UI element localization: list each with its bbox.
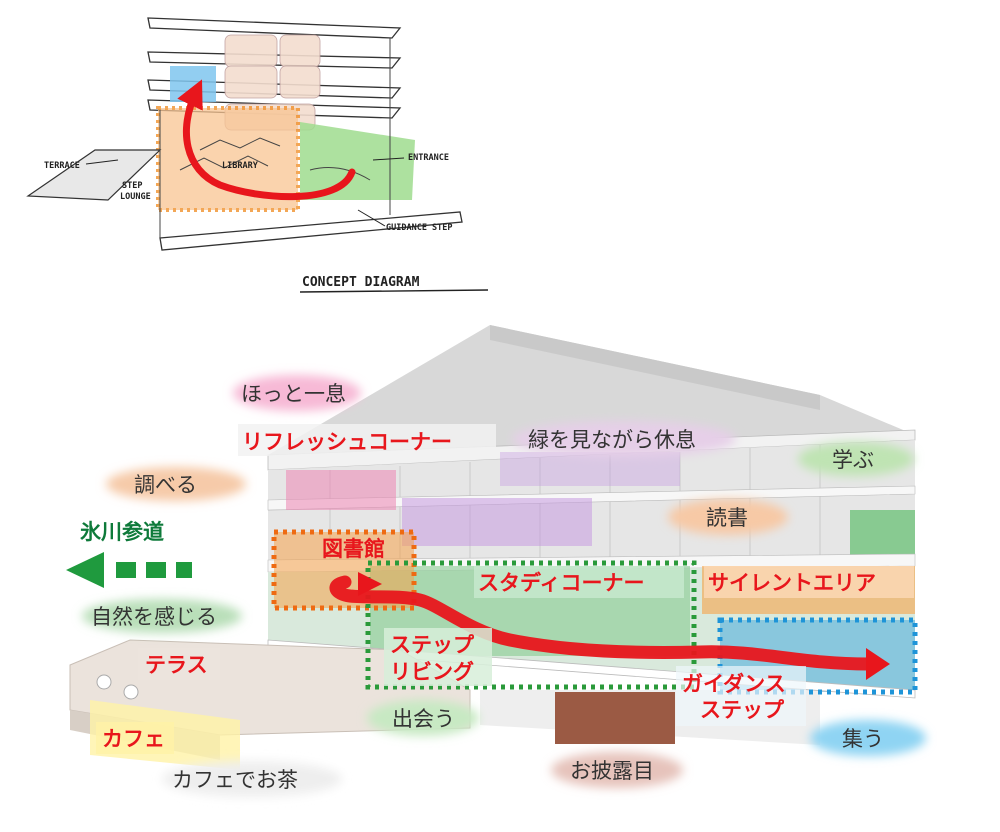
bubble-bg-deau	[367, 700, 479, 736]
library-arrow-head	[358, 572, 382, 596]
label-backplates	[96, 424, 914, 754]
label-terrace: テラス	[145, 653, 208, 677]
sketch-room	[224, 34, 278, 68]
bubble-bg-shizen	[82, 599, 242, 633]
approach-dash	[176, 562, 192, 578]
label-step-living-2: リビング	[390, 660, 474, 684]
label-manabu: 学ぶ	[832, 448, 874, 472]
label-hikawa-sando: 氷川参道	[80, 520, 164, 544]
label-hotto-hitoiki: ほっと一息	[241, 382, 346, 406]
bubble-bg-tsudou	[810, 720, 926, 756]
sketch-title: CONCEPT DIAGRAM	[302, 275, 420, 290]
label-guidance-1: ガイダンス	[682, 672, 786, 696]
bubble-bg-dokusho	[668, 499, 788, 535]
label-guidance-2: ステップ	[700, 698, 785, 722]
label-deau: 出会う	[392, 707, 455, 731]
label-toshokan: 図書館	[322, 537, 385, 561]
approach-arrow	[66, 552, 192, 588]
circulation-arrow	[329, 575, 875, 671]
sketch-circulation-arrow	[177, 79, 356, 201]
sketch-green-zone	[300, 122, 415, 200]
label-step-living-1: ステップ	[390, 633, 475, 657]
approach-dash	[116, 562, 136, 578]
bubble-backgrounds	[82, 375, 926, 797]
purple-zone-upper	[500, 452, 680, 486]
sketch-room	[279, 65, 321, 99]
pink-zone	[286, 470, 396, 510]
sketch-room	[224, 65, 278, 99]
label-refresh-corner: リフレッシュコーナー	[242, 430, 452, 454]
label-shiraberu: 調べる	[134, 473, 197, 497]
green-zone-manabu	[850, 510, 915, 560]
circulation-arrow-head	[866, 648, 890, 680]
label-cafe-ocha: カフェでお茶	[172, 768, 298, 792]
sketch-label-guidance-step: GUIDANCE STEP	[386, 223, 453, 233]
label-midori: 緑を見ながら休息	[528, 428, 696, 452]
sketch-label-terrace: TERRACE	[44, 161, 80, 171]
bubble-bg-cafe	[162, 761, 342, 797]
bubble-bg-shiraberu	[106, 467, 246, 501]
sketch-label-step: STEP	[122, 181, 142, 191]
sketch-label-lounge: LOUNGE	[120, 192, 151, 202]
label-study-corner: スタディコーナー	[478, 571, 645, 595]
label-ohirome: お披露目	[570, 759, 654, 783]
bubble-bg-manabu	[798, 442, 914, 476]
label-silent-area: サイレントエリア	[708, 571, 876, 595]
study-outline	[365, 560, 697, 690]
sketch-room	[279, 34, 321, 68]
concept-sketch: TERRACE STEP LOUNGE LIBRARY ENTRANCE GUI…	[26, 17, 489, 293]
bubble-bg-midori	[512, 421, 736, 457]
approach-arrow-head	[66, 552, 104, 588]
purple-zone-lower	[402, 498, 592, 546]
label-tsudou: 集う	[842, 727, 884, 751]
approach-dash	[146, 562, 166, 578]
label-dokusho: 読書	[706, 506, 748, 530]
slab-ground	[159, 211, 463, 251]
label-cafe: カフェ	[102, 727, 165, 751]
building-roof	[268, 325, 915, 455]
ohirome-wall	[555, 692, 675, 744]
sketch-label-entrance: ENTRANCE	[408, 153, 449, 163]
sketch-label-library: LIBRARY	[222, 161, 259, 171]
bubble-bg-hotto	[233, 375, 361, 411]
sketch-title-underline	[299, 289, 489, 293]
label-shizen: 自然を感じる	[91, 605, 217, 629]
bubble-bg-ohirome	[551, 752, 683, 788]
slab-roof	[147, 17, 402, 39]
